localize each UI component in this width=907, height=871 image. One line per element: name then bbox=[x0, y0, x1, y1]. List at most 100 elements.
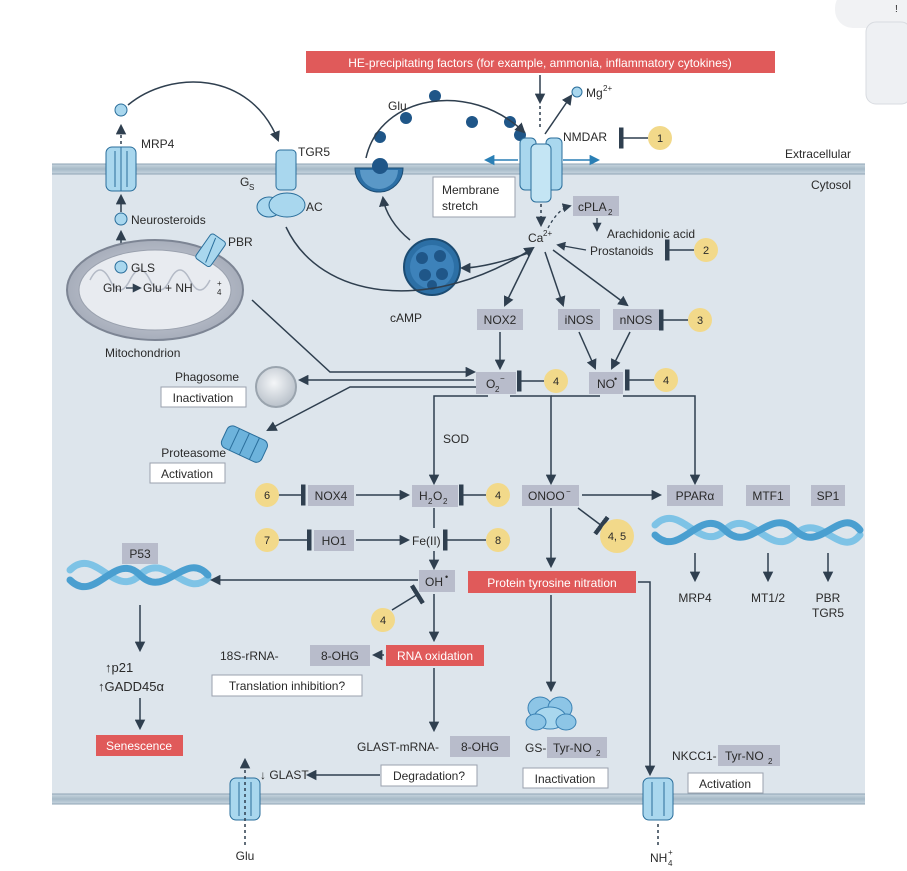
nh4-bottom-label: NH bbox=[650, 851, 667, 865]
inhibitor-2 bbox=[694, 238, 718, 262]
inhibitor-8 bbox=[486, 528, 510, 552]
proteasome bbox=[220, 425, 268, 463]
ppara-box bbox=[667, 485, 723, 506]
h2o2-box bbox=[412, 485, 458, 507]
inhibitor-4-b bbox=[654, 368, 678, 392]
inhibitor-3-label: 3 bbox=[697, 315, 703, 327]
translation-box bbox=[211, 674, 363, 697]
pbr-transporter-top bbox=[195, 233, 226, 268]
mtf1-box bbox=[746, 485, 790, 506]
fe-label: Fe(II) bbox=[412, 534, 441, 548]
lower-membrane bbox=[52, 794, 865, 804]
inhibitor-1-label: 1 bbox=[657, 133, 663, 145]
mg-label: Mg bbox=[586, 86, 603, 100]
cytosol-label: Cytosol bbox=[811, 178, 851, 192]
nnos-box bbox=[613, 309, 659, 330]
nnos-label: nNOS bbox=[620, 313, 653, 327]
inhibitor-4-a bbox=[544, 369, 568, 393]
inhibitor-6-label: 6 bbox=[264, 490, 270, 502]
glu-vesicle bbox=[403, 238, 461, 296]
mg-sup: 2+ bbox=[603, 84, 612, 93]
inactivation-box-1 bbox=[160, 386, 247, 408]
onoo-label: ONOO bbox=[528, 489, 565, 503]
mt12-target-label: MT1/2 bbox=[751, 591, 785, 605]
cpla2-sub: 2 bbox=[608, 208, 613, 217]
tgr5-receptor bbox=[256, 149, 306, 218]
tyrno2-box-2 bbox=[718, 745, 780, 766]
nkcc1-label: NKCC1- bbox=[672, 749, 717, 763]
gs-tyr-label: GS- bbox=[525, 741, 546, 755]
inhibitor-4-5-label: 4, 5 bbox=[608, 531, 626, 543]
gs-sub: S bbox=[249, 183, 254, 192]
cpla2-label: cPLA bbox=[578, 200, 607, 214]
onoo-sup: − bbox=[566, 487, 571, 496]
h2o2-o: O bbox=[433, 489, 442, 503]
phagosome-label: Phagosome bbox=[175, 370, 239, 384]
ptn-label: Protein tyrosine nitration bbox=[487, 576, 616, 590]
hydroxyl-box bbox=[419, 570, 455, 592]
ohg-label-2: 8-OHG bbox=[461, 740, 499, 754]
nox2-box bbox=[477, 309, 523, 330]
h2o2-sub2: 2 bbox=[443, 497, 448, 506]
extracellular-label: Extracellular bbox=[785, 147, 851, 161]
tyrno2-label-1: Tyr-NO bbox=[553, 741, 592, 755]
tyrno2-sub-2: 2 bbox=[768, 757, 773, 766]
oh-sup: • bbox=[445, 572, 448, 582]
inhibitor-3 bbox=[688, 308, 712, 332]
cpla2-box bbox=[573, 196, 619, 216]
nh4-sub: 4 bbox=[217, 288, 222, 297]
sp1-label: SP1 bbox=[817, 489, 840, 503]
neurosteroids-label: Neurosteroids bbox=[131, 213, 206, 227]
gls-label: GLS bbox=[131, 261, 155, 275]
inhibitor-4-5 bbox=[600, 519, 634, 553]
no-sup: • bbox=[614, 374, 617, 384]
upper-membrane bbox=[52, 164, 865, 174]
ptn-box bbox=[468, 571, 636, 593]
inactivation-label-2: Inactivation bbox=[535, 772, 596, 786]
nh4-bottom-sub: 4 bbox=[668, 859, 673, 868]
inhibitor-6 bbox=[255, 483, 279, 507]
o2-sup: − bbox=[500, 374, 505, 383]
p53-label: P53 bbox=[129, 547, 151, 561]
membrane-stretch-line1: Membrane bbox=[442, 183, 500, 197]
rna-oxidation-label: RNA oxidation bbox=[397, 649, 473, 663]
inhibitor-1 bbox=[648, 126, 672, 150]
sp1-box bbox=[811, 485, 845, 506]
nmdar-receptor bbox=[519, 137, 563, 203]
mrp4-channel-top bbox=[105, 146, 137, 192]
svg-text:!: ! bbox=[895, 4, 898, 15]
arachidonic-label: Arachidonic acid bbox=[607, 227, 695, 241]
nox2-label: NOX2 bbox=[484, 313, 517, 327]
inhibitor-4d-label: 4 bbox=[380, 615, 386, 627]
h2o2-h: H bbox=[419, 489, 428, 503]
gln-label: Gln bbox=[103, 281, 122, 295]
activation-label-2: Activation bbox=[699, 777, 751, 791]
tyrno2-sub-1: 2 bbox=[596, 749, 601, 758]
no-label: NO bbox=[597, 377, 615, 391]
inhibitor-8-label: 8 bbox=[495, 535, 501, 547]
nkcc1-channel bbox=[642, 777, 674, 821]
inos-label: iNOS bbox=[565, 313, 594, 327]
ac-label: AC bbox=[306, 200, 323, 214]
inhibitor-4-d bbox=[371, 608, 395, 632]
p53-box bbox=[122, 543, 158, 564]
glu-top-label: Glu bbox=[388, 99, 407, 113]
tgr5-target-label: TGR5 bbox=[812, 606, 844, 620]
inhibitor-4-c bbox=[486, 483, 510, 507]
senescence-box bbox=[96, 735, 183, 756]
ohg-box-2 bbox=[450, 736, 510, 757]
rrna-label: 18S-rRNA- bbox=[220, 649, 279, 663]
oh-label: OH bbox=[425, 575, 443, 589]
gs-enzyme bbox=[525, 696, 577, 731]
o2-label: O bbox=[486, 377, 495, 391]
activation-label-1: Activation bbox=[161, 467, 213, 481]
activation-box-2 bbox=[687, 772, 764, 794]
he-factors-text: HE-precipitating factors (for example, a… bbox=[348, 56, 731, 70]
ca-label: Ca bbox=[528, 231, 544, 245]
h2o2-sub1: 2 bbox=[428, 497, 433, 506]
glast-down-label: ↓ GLAST bbox=[260, 768, 309, 782]
membrane-stretch-box bbox=[432, 176, 516, 218]
tgr5-label: TGR5 bbox=[298, 145, 330, 159]
he-factors-box bbox=[306, 51, 775, 73]
nh4-bottom-sup: + bbox=[668, 848, 673, 857]
